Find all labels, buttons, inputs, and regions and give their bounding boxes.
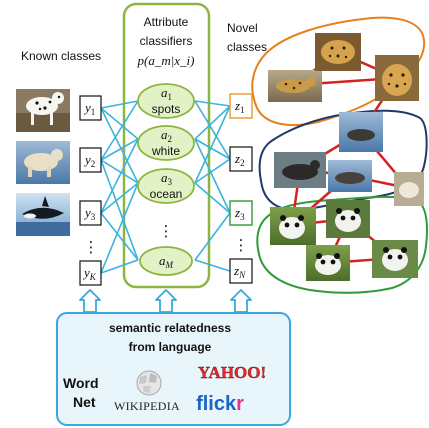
svg-text:z3: z3: [234, 205, 245, 222]
known-class-subscript: 3: [91, 212, 96, 222]
attribute-subscript: 1: [168, 92, 173, 102]
wikipedia-globe-icon: [136, 370, 162, 396]
known-class-node-1: y1: [79, 95, 102, 121]
semantic-arrows: [79, 289, 252, 313]
novel-image-seal-1: [339, 112, 383, 152]
svg-text:y2: y2: [83, 152, 95, 169]
novel-image-panda-1: [270, 207, 316, 245]
novel-class-node-1: z1: [229, 93, 253, 119]
svg-text:y1: y1: [83, 100, 95, 117]
known-class-node-k: yK: [79, 260, 102, 286]
attribute-heading-line2: classifiers: [140, 34, 193, 48]
novel-class-subscript: 3: [240, 212, 245, 222]
attribute-letter: a: [161, 170, 168, 185]
semantic-title-line2: from language: [129, 340, 212, 354]
novel-image-leopard-2: [315, 33, 361, 71]
known-class-node-2: y2: [79, 147, 102, 173]
attribute-node-ocean: a3 ocean: [137, 168, 195, 204]
known-class-letter: y: [82, 265, 90, 280]
known-class-subscript: 2: [91, 159, 96, 169]
arrow-to-attributes: [155, 289, 177, 313]
attribute-word: spots: [152, 102, 181, 116]
svg-text:z1: z1: [234, 98, 245, 115]
attribute-node-spots: a1 spots: [137, 83, 195, 119]
known-classes-heading: Known classes: [21, 49, 101, 63]
attribute-to-novel-links: [194, 100, 231, 272]
attribute-subscript: 2: [168, 134, 173, 144]
known-class-subscript: 1: [91, 107, 96, 117]
attribute-node-m: aM: [139, 246, 193, 276]
novel-class-subscript: 1: [240, 105, 245, 115]
novel-class-letter: z: [234, 205, 240, 220]
arrow-to-novel-classes: [230, 289, 252, 313]
novel-class-letter: z: [234, 151, 240, 166]
wikipedia-wordmark: WIKIPEDIA: [114, 399, 180, 413]
known-class-node-3: y3: [79, 200, 102, 226]
novel-image-leopard-3: [375, 55, 419, 101]
novel-class-subscript: N: [238, 270, 246, 280]
known-class-subscript: K: [89, 272, 97, 282]
novel-class-letter: z: [233, 263, 239, 278]
known-class-letter: y: [83, 205, 91, 220]
attribute-heading-line1: Attribute: [144, 15, 189, 29]
flickr-logo: flickr: [196, 393, 244, 415]
arrow-to-known-classes: [79, 289, 101, 313]
semantic-title-line1: semantic relatedness: [109, 321, 231, 335]
novel-class-node-2: z2: [229, 146, 253, 172]
novel-image-seal-4: [394, 172, 424, 206]
attribute-ellipsis: ⋮: [159, 223, 174, 240]
svg-text:a3: a3: [161, 170, 173, 187]
novel-image-panda-4: [372, 240, 418, 278]
novel-class-node-n: zN: [229, 258, 253, 284]
attribute-classifier-panel: [122, 2, 211, 289]
flickr-logo-blue: flick: [196, 393, 237, 415]
wordnet-logo-line2: Net: [73, 394, 96, 410]
known-class-letter: y: [83, 152, 91, 167]
flickr-logo-pink: r: [236, 393, 244, 415]
attribute-word: ocean: [150, 187, 183, 201]
svg-text:z2: z2: [234, 151, 245, 168]
attribute-letter: a: [161, 85, 168, 100]
novel-image-seal-3: [328, 160, 372, 192]
novel-class-node-3: z3: [229, 200, 253, 226]
known-class-ellipsis: ⋮: [84, 239, 99, 256]
novel-class-letter: z: [234, 98, 240, 113]
svg-text:zN: zN: [233, 263, 246, 280]
known-image-polar-bear: [16, 141, 70, 184]
svg-text:a1: a1: [161, 85, 172, 102]
known-class-letter: y: [83, 100, 91, 115]
novel-image-seal-2: [274, 152, 326, 188]
svg-text:y3: y3: [83, 205, 96, 222]
known-to-attribute-links: [100, 100, 139, 274]
novel-class-ellipsis: ⋮: [234, 237, 249, 254]
novel-classes-heading-line2: classes: [227, 40, 267, 54]
novel-image-leopard-1: [268, 70, 322, 102]
wordnet-logo-line1: Word: [63, 375, 99, 391]
attribute-letter: a: [161, 127, 168, 142]
known-image-killer-whale: [16, 193, 70, 236]
attribute-word: white: [151, 144, 180, 158]
novel-classes-heading-line1: Novel: [227, 21, 258, 35]
attribute-subscript: M: [165, 260, 174, 270]
semantic-relatedness-box: [56, 312, 291, 426]
attribute-node-white: a2 white: [137, 125, 195, 161]
novel-class-subscript: 2: [240, 158, 245, 168]
svg-text:yK: yK: [82, 265, 97, 282]
yahoo-logo: YAHOO!: [198, 363, 266, 382]
attribute-letter: a: [159, 253, 166, 268]
svg-text:aM: aM: [159, 253, 174, 270]
novel-image-panda-2: [326, 200, 370, 238]
known-image-dalmatian: [16, 89, 70, 132]
svg-text:a2: a2: [161, 127, 172, 144]
novel-image-panda-3: [306, 245, 350, 281]
attribute-subscript: 3: [168, 177, 173, 187]
attribute-probability-formula: p(a_m|x_i): [136, 53, 194, 68]
